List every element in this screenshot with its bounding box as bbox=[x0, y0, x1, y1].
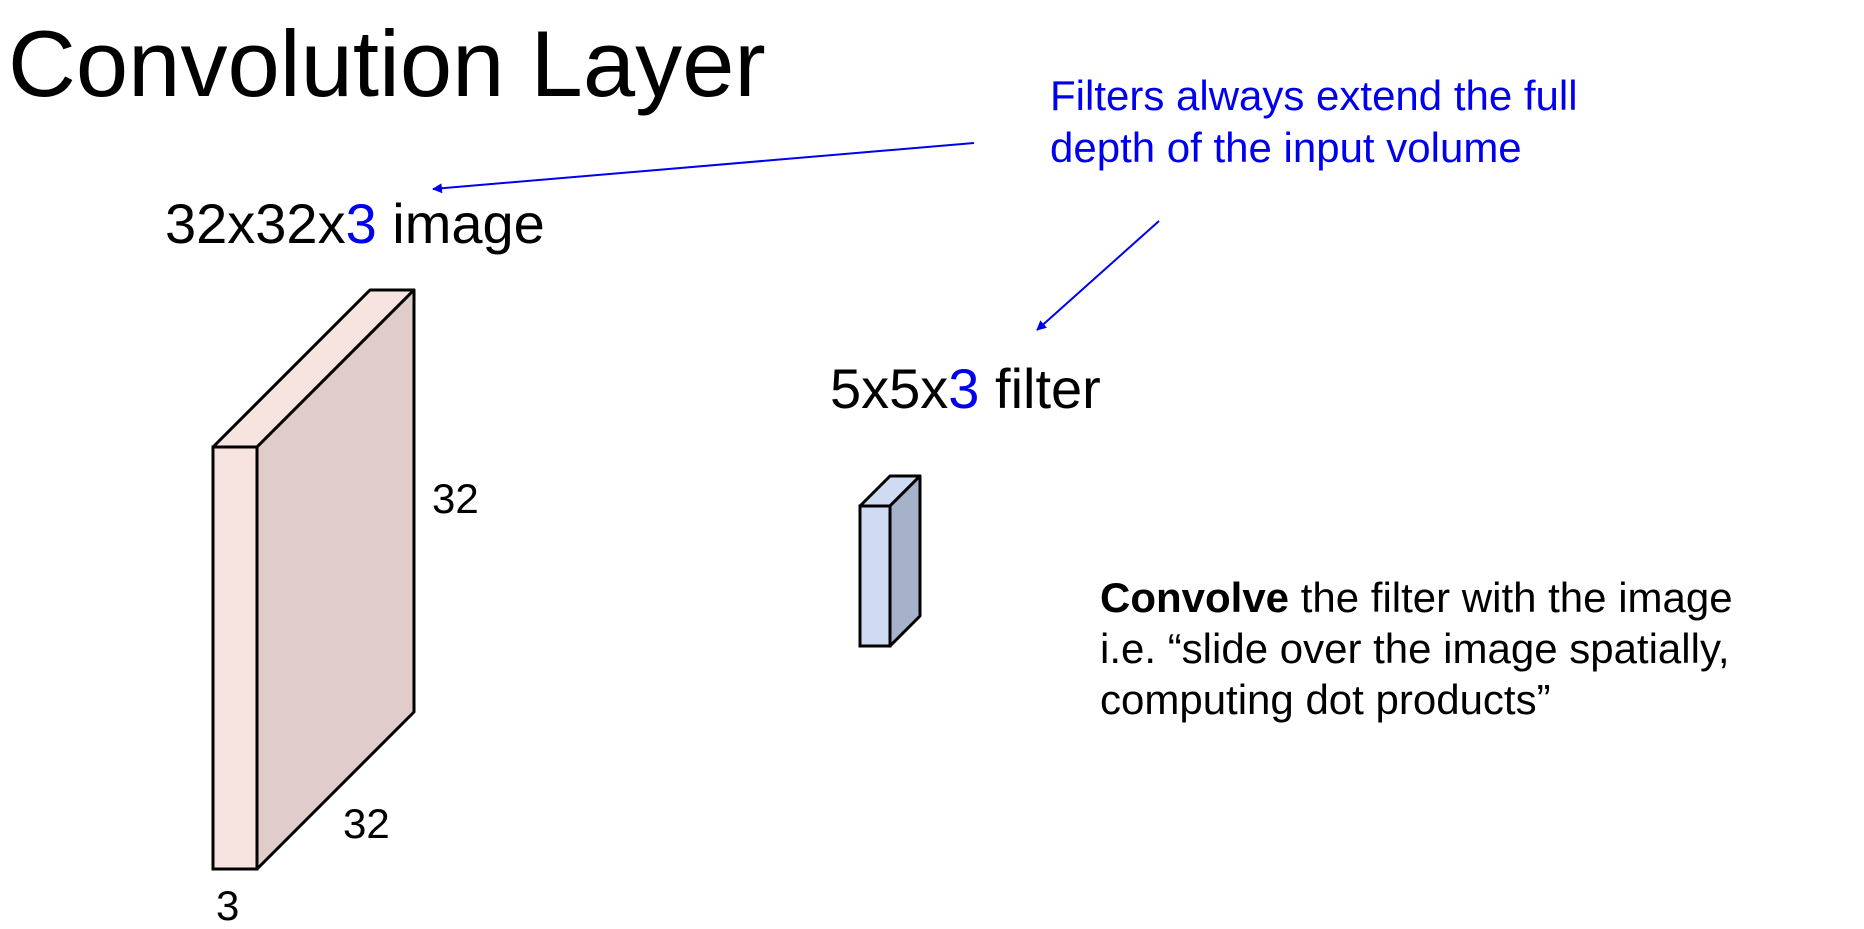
depth-note-line-2: depth of the input volume bbox=[1050, 123, 1522, 171]
convolve-line-2: i.e. “slide over the image spatially, bbox=[1100, 625, 1730, 673]
arrow-to-image-label bbox=[432, 142, 975, 194]
image-label-suffix: image bbox=[376, 192, 545, 255]
filter-label-prefix: 5x5x bbox=[830, 357, 949, 420]
image-width-label: 32 bbox=[343, 800, 390, 847]
filter-volume-front-face bbox=[858, 504, 892, 648]
filter-label-suffix: filter bbox=[979, 357, 1101, 420]
filter-depth-value: 3 bbox=[948, 357, 980, 420]
filter-volume-side-face bbox=[888, 474, 922, 648]
filter-volume bbox=[858, 474, 922, 648]
image-label: 32x32x3 image bbox=[165, 192, 545, 256]
convolve-line-3: computing dot products” bbox=[1100, 676, 1551, 724]
image-label-prefix: 32x32x bbox=[165, 192, 346, 255]
image-height-label: 32 bbox=[432, 475, 479, 522]
convolve-keyword: Convolve bbox=[1100, 574, 1290, 621]
convolve-description: Convolve the filter with the image i.e. … bbox=[1100, 572, 1733, 726]
arrow-to-filter-label bbox=[1036, 220, 1160, 331]
depth-note: Filters always extend the full depth of … bbox=[1050, 70, 1810, 173]
convolve-line-1-text: the filter with the image bbox=[1289, 574, 1733, 621]
image-volume-front-face bbox=[211, 445, 259, 871]
convolve-line-1: Convolve the filter with the image bbox=[1100, 572, 1733, 623]
depth-note-line-1: Filters always extend the full bbox=[1050, 72, 1578, 119]
slide-title: Convolution Layer bbox=[8, 11, 766, 116]
image-depth-value: 3 bbox=[345, 192, 377, 255]
filter-label: 5x5x3 filter bbox=[830, 357, 1101, 421]
image-volume bbox=[211, 288, 416, 871]
image-depth-label: 3 bbox=[216, 882, 240, 929]
image-volume-side-face bbox=[255, 288, 416, 871]
